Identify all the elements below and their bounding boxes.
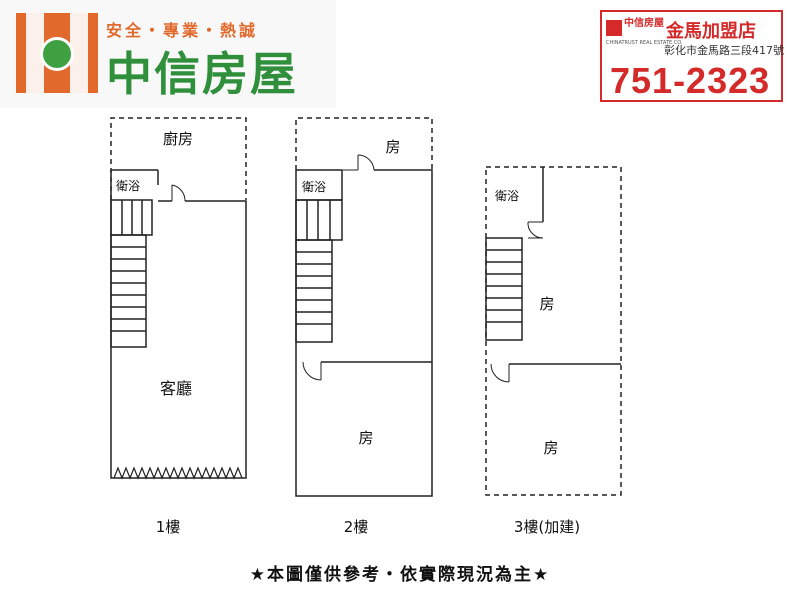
room-label-room-3f-top: 房 — [539, 295, 554, 313]
branch-logo-icon: 中信房屋 CHINATRUST REAL ESTATE CO. — [606, 18, 683, 54]
room-label-bath-2f: 衛浴 — [302, 180, 326, 194]
branch-logo-en: CHINATRUST REAL ESTATE CO. — [606, 40, 683, 46]
floor-caption-1: 1樓 — [156, 518, 181, 536]
brand-header: 安全・專業・熱誠 中信房屋 — [0, 0, 336, 108]
branch-name: 金馬加盟店 — [666, 21, 756, 42]
floor-3-interior — [485, 167, 621, 383]
brand-logo-icon — [16, 13, 98, 93]
floor-caption-3: 3樓(加建) — [514, 518, 580, 536]
room-label-kitchen-1f: 廚房 — [163, 130, 193, 148]
floor-3-plan — [485, 166, 622, 496]
room-label-room-3f-bottom: 房 — [543, 439, 558, 457]
branch-card: 中信房屋 CHINATRUST REAL ESTATE CO. 金馬加盟店 彰化… — [600, 10, 784, 102]
room-label-room-2f-top: 房 — [385, 138, 400, 156]
brand-name: 中信房屋 — [106, 47, 298, 101]
floor-1-plan — [110, 117, 247, 480]
room-label-bath-3f: 衛浴 — [495, 189, 519, 203]
disclaimer-note: ★本圖僅供參考・依實際現況為主★ — [249, 565, 551, 585]
room-label-bath-1f: 衛浴 — [116, 179, 140, 193]
branch-address: 彰化市金馬路三段417號 — [664, 44, 784, 57]
room-label-living-1f: 客廳 — [160, 379, 192, 398]
floor-2-plan — [295, 117, 433, 497]
branch-phone: 751-2323 — [610, 60, 771, 101]
room-label-room-2f-bottom: 房 — [358, 429, 373, 447]
brand-slogan: 安全・專業・熱誠 — [106, 21, 259, 40]
branch-logo-text: 中信房屋 — [624, 18, 664, 29]
floor-caption-2: 2樓 — [344, 518, 369, 536]
